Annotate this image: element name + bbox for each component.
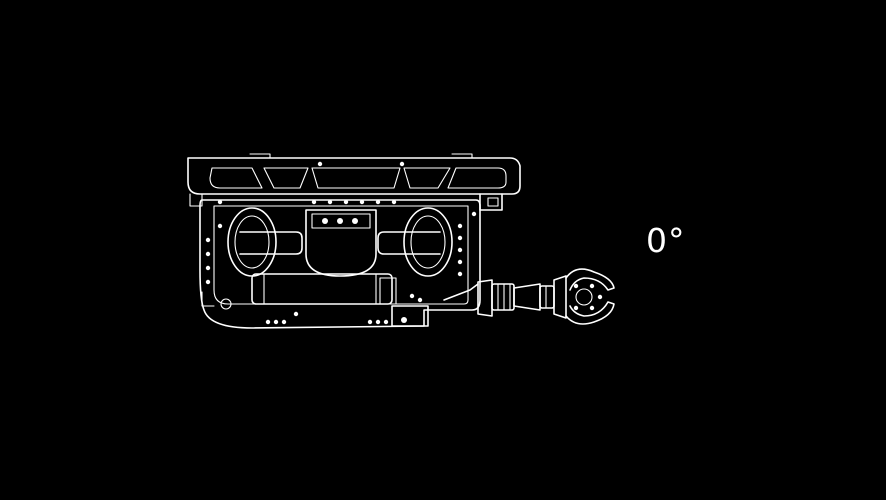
- rov-model-outline[interactable]: [180, 150, 625, 340]
- rotation-angle-readout: 0°: [646, 221, 686, 260]
